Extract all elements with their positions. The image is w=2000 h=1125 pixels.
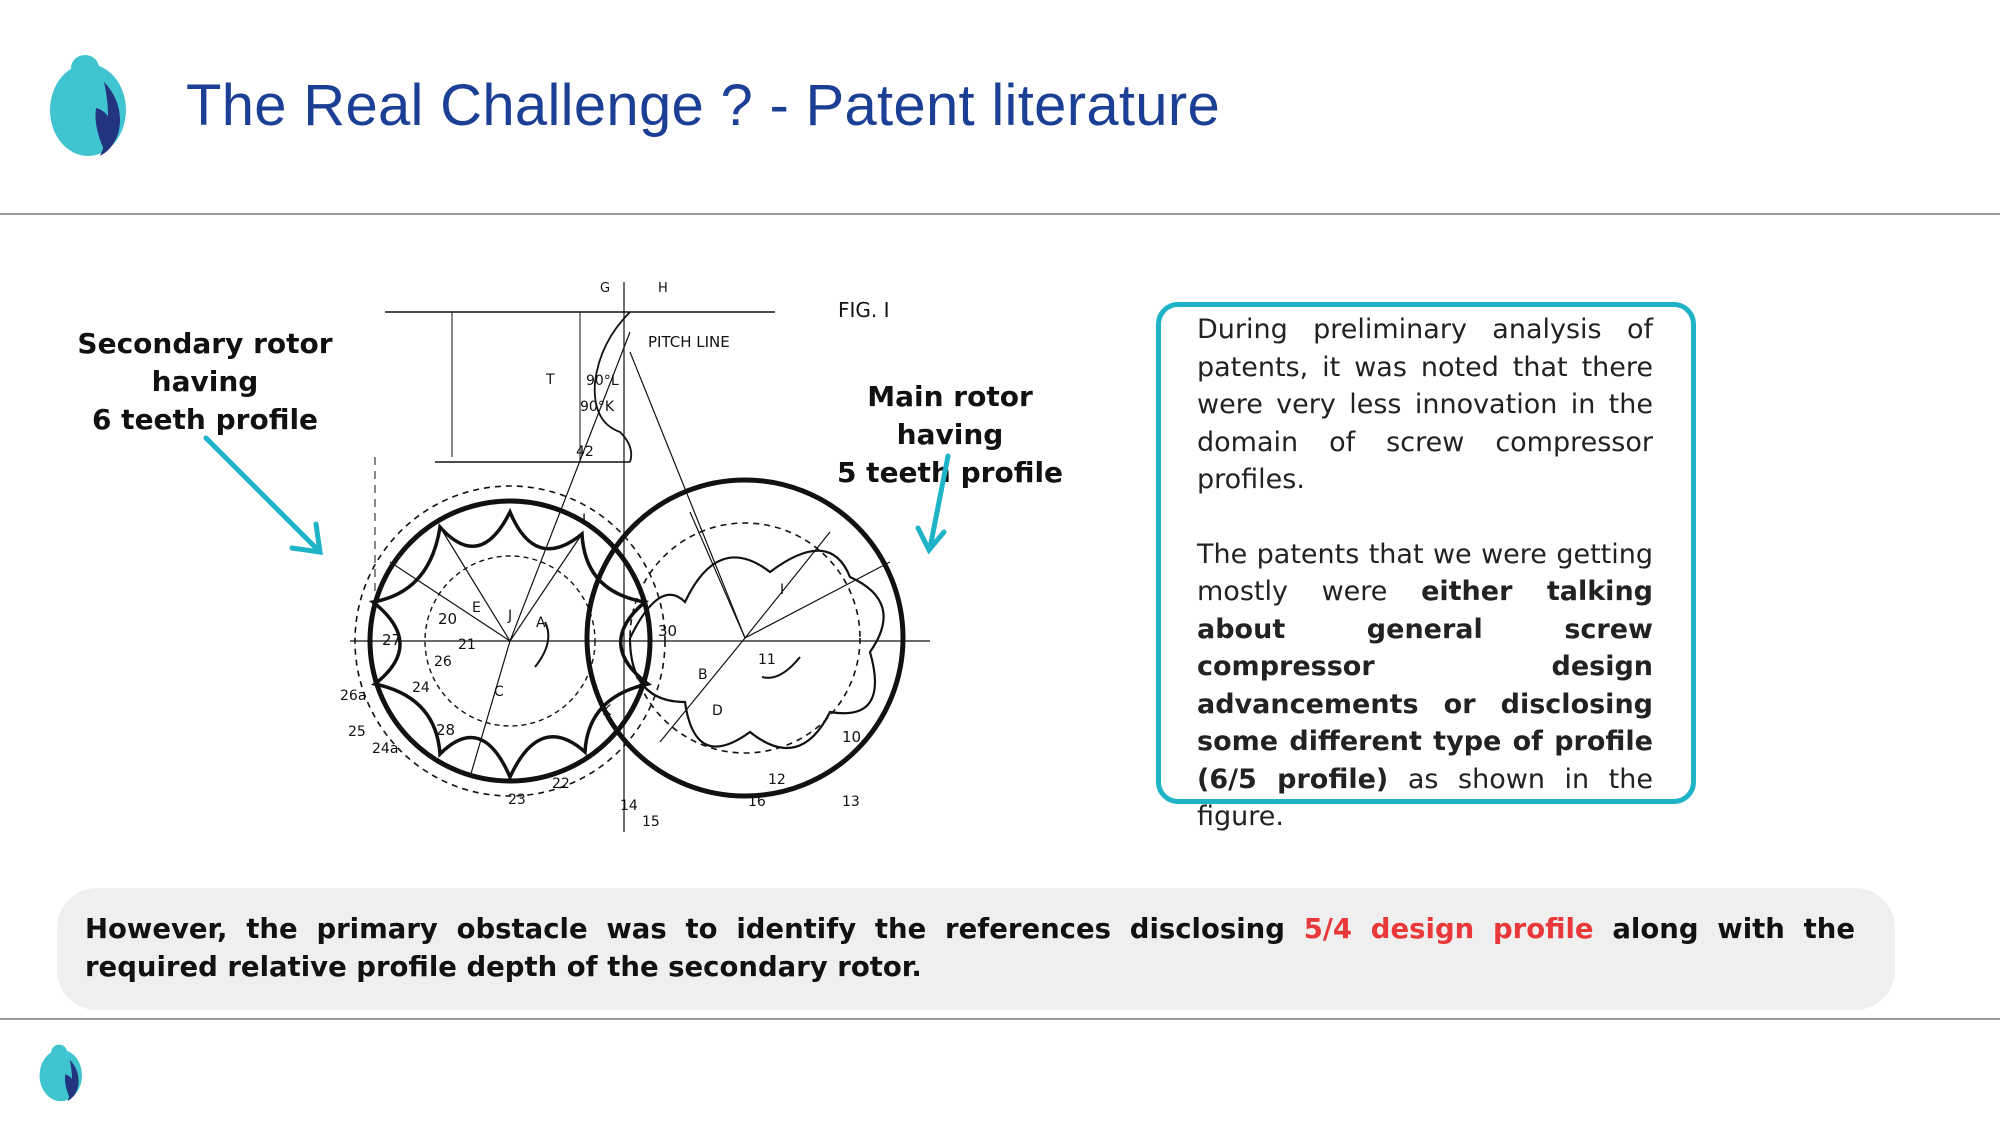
dim-label: 90°K [580, 399, 615, 415]
part-number: 23 [508, 792, 526, 808]
letter-label: L [582, 512, 590, 528]
arrow-icon [206, 438, 320, 552]
letter-label: A [536, 615, 546, 631]
page-title: The Real Challenge ? - Patent literature [186, 72, 1220, 139]
part-number: 25 [348, 724, 366, 740]
part-number: 20 [438, 610, 457, 628]
rotor-drawing [350, 282, 930, 832]
part-number: 14 [620, 798, 638, 814]
analysis-info-box: During preliminary analysis of patents, … [1156, 302, 1696, 804]
part-number: 30 [658, 622, 677, 640]
header-divider [0, 213, 2000, 215]
brand-logo-icon [48, 52, 136, 170]
letter-label: K [602, 703, 612, 719]
brand-logo-icon [38, 1043, 88, 1109]
part-number: 16 [748, 794, 766, 810]
part-number: 15 [642, 814, 660, 830]
letter-label: D [712, 703, 723, 719]
dim-label: 42 [576, 444, 594, 460]
letter-label: I [780, 582, 784, 598]
patent-rotor-figure: FIG. I PITCH LINE G H T 90°L 90°K 42 E J… [330, 272, 950, 842]
banner-highlight: 5/4 design profile [1304, 913, 1594, 945]
footer-divider [0, 1018, 2000, 1020]
dim-label: G [600, 281, 610, 296]
part-number: 27 [382, 631, 401, 649]
letter-label: E [472, 600, 481, 616]
dim-label: 90°L [586, 373, 619, 389]
figure-caption: FIG. I [838, 298, 890, 322]
letter-label: J [507, 608, 512, 624]
part-number: 24a [372, 741, 398, 757]
part-number: 13 [842, 794, 860, 810]
part-number: 12 [768, 772, 786, 788]
secondary-rotor-label-line: 6 teeth profile [60, 401, 350, 439]
secondary-rotor-label-line: Secondary rotor [60, 325, 350, 363]
analysis-paragraph-2: The patents that we were getting mostly … [1197, 536, 1653, 836]
part-number: 11 [758, 652, 776, 668]
analysis-paragraph-1: During preliminary analysis of patents, … [1197, 311, 1653, 499]
part-number: 28 [436, 721, 455, 739]
secondary-rotor-label-line: having [60, 363, 350, 401]
obstacle-banner: However, the primary obstacle was to ide… [57, 888, 1895, 1010]
dim-label: T [545, 372, 555, 388]
part-number: 21 [458, 637, 476, 653]
pitch-line-label: PITCH LINE [648, 333, 730, 351]
banner-prefix: However, the primary obstacle was to ide… [85, 913, 1304, 945]
part-number: 22 [552, 776, 570, 792]
part-number: 10 [842, 728, 861, 746]
letter-label: C [494, 684, 504, 700]
part-number: 24 [412, 680, 430, 696]
dim-label: H [658, 281, 668, 296]
paragraph-2-bold: either talking about general screw compr… [1197, 576, 1653, 795]
letter-label: B [698, 667, 708, 683]
part-number: 26a [340, 688, 366, 704]
secondary-rotor-label: Secondary rotor having 6 teeth profile [60, 325, 350, 439]
part-number: 26 [434, 654, 452, 670]
